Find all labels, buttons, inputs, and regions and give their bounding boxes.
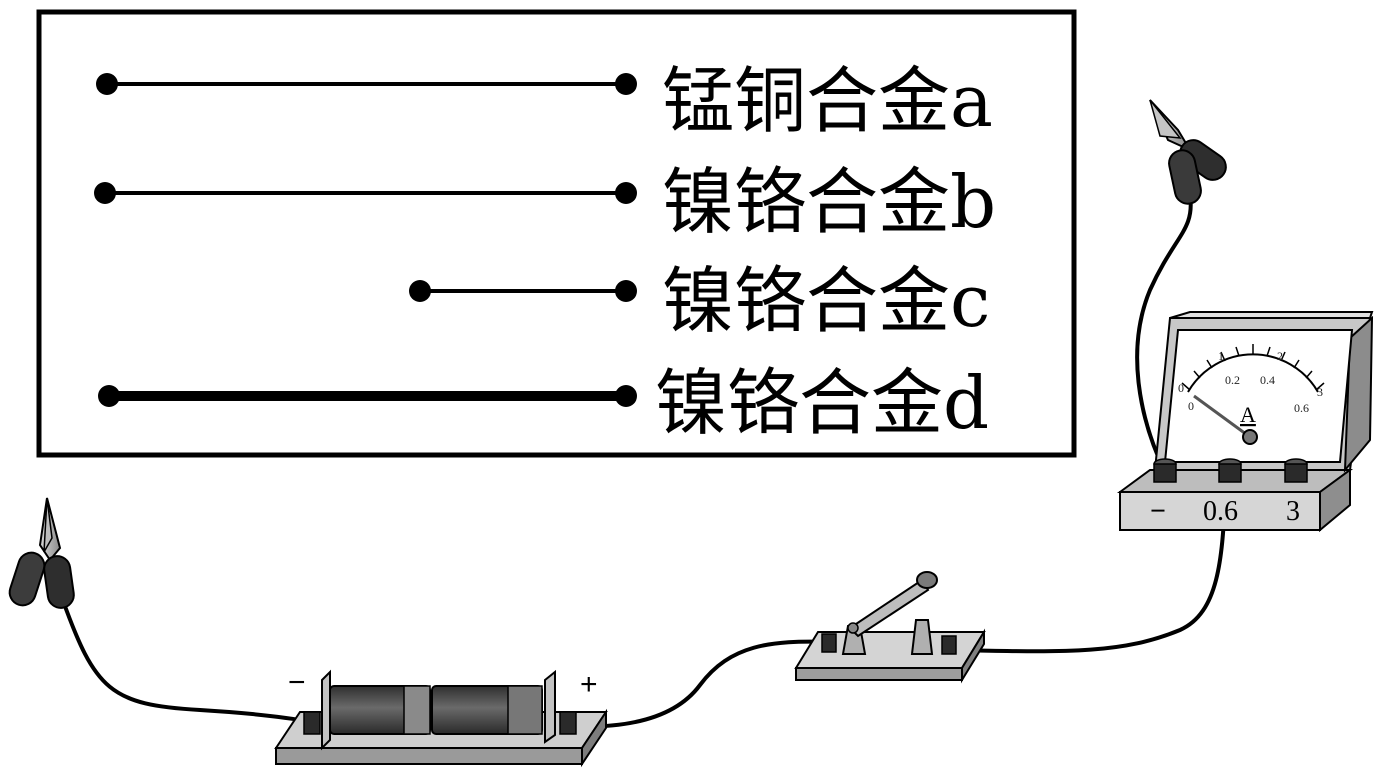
ammeter-terminal-3[interactable] bbox=[1284, 458, 1308, 483]
switch-blade[interactable] bbox=[848, 578, 930, 638]
ammeter-top-scale-2: 2 bbox=[1277, 349, 1283, 363]
switch-contact bbox=[910, 619, 934, 655]
ammeter-scale-arc bbox=[1187, 353, 1319, 393]
connecting-leads bbox=[60, 193, 1229, 729]
ammeter-dial-face bbox=[1163, 329, 1354, 463]
battery-positive-terminal[interactable] bbox=[559, 711, 577, 735]
wire-d-right-terminal[interactable] bbox=[615, 385, 637, 407]
switch-handle[interactable] bbox=[916, 571, 938, 589]
left-alligator-clip[interactable] bbox=[6, 497, 75, 610]
wire-b[interactable] bbox=[94, 182, 637, 204]
wire-a-right-terminal[interactable] bbox=[615, 73, 637, 95]
switch-terminal-right[interactable] bbox=[941, 635, 957, 655]
ammeter-unit-symbol: A bbox=[1240, 402, 1256, 427]
wire-d-left-terminal[interactable] bbox=[98, 385, 120, 407]
lead-left-clip-to-battery[interactable] bbox=[60, 596, 314, 724]
right-alligator-clip[interactable] bbox=[1149, 99, 1231, 206]
switch-terminal-left[interactable] bbox=[821, 633, 837, 653]
wire-a-left-terminal[interactable] bbox=[96, 73, 118, 95]
ammeter-terminal-negative-label: − bbox=[1150, 496, 1166, 527]
ammeter-terminal-0-6-label: 0.6 bbox=[1203, 496, 1238, 527]
ammeter-bottom-scale-02: 0.2 bbox=[1225, 373, 1240, 387]
ammeter[interactable]: 0 1 2 3 0 0.2 0.4 0.6 A − 0.6 3 bbox=[1116, 311, 1374, 533]
ammeter-needle-pivot bbox=[1242, 429, 1258, 445]
wire-b-label: 镍铬合金b bbox=[662, 160, 996, 244]
wire-c-label: 镍铬合金c bbox=[662, 259, 990, 343]
battery-positive-label: + bbox=[580, 668, 598, 701]
wire-b-left-terminal[interactable] bbox=[94, 182, 116, 204]
ammeter-scale-ticks bbox=[1181, 344, 1325, 391]
wire-c-right-terminal[interactable] bbox=[615, 280, 637, 302]
wire-b-right-terminal[interactable] bbox=[615, 182, 637, 204]
wire-a-label: 锰铜合金a bbox=[662, 59, 993, 143]
battery-holder[interactable]: − + bbox=[274, 666, 608, 768]
ammeter-terminal-0-6[interactable] bbox=[1218, 458, 1242, 483]
knife-switch[interactable] bbox=[794, 571, 986, 684]
ammeter-top-scale-0: 0 bbox=[1178, 381, 1184, 395]
wire-a[interactable] bbox=[96, 73, 637, 95]
ammeter-top-scale-1: 1 bbox=[1218, 349, 1224, 363]
lead-battery-to-switch[interactable] bbox=[564, 639, 832, 729]
wire-c[interactable] bbox=[409, 280, 637, 302]
ammeter-bottom-scale-04: 0.4 bbox=[1260, 373, 1275, 387]
lead-ammeter-to-right-clip[interactable] bbox=[1135, 193, 1193, 474]
lead-switch-to-ammeter[interactable] bbox=[946, 468, 1229, 654]
wire-d[interactable] bbox=[98, 385, 637, 407]
ammeter-bottom-scale-06: 0.6 bbox=[1294, 401, 1309, 415]
ammeter-bottom-scale-0: 0 bbox=[1188, 399, 1194, 413]
battery-negative-label: − bbox=[288, 666, 306, 699]
wire-d-label: 镍铬合金d bbox=[655, 361, 989, 445]
ammeter-needle bbox=[1193, 394, 1251, 439]
resistance-wire-board: 锰铜合金a 镍铬合金b 镍铬合金c 镍铬合金d bbox=[36, 9, 1077, 458]
ammeter-terminal-negative[interactable] bbox=[1153, 458, 1177, 483]
battery-negative-terminal[interactable] bbox=[303, 711, 321, 735]
wire-c-left-terminal[interactable] bbox=[409, 280, 431, 302]
ammeter-top-scale-3: 3 bbox=[1317, 385, 1323, 399]
ammeter-terminal-3-label: 3 bbox=[1286, 496, 1300, 527]
